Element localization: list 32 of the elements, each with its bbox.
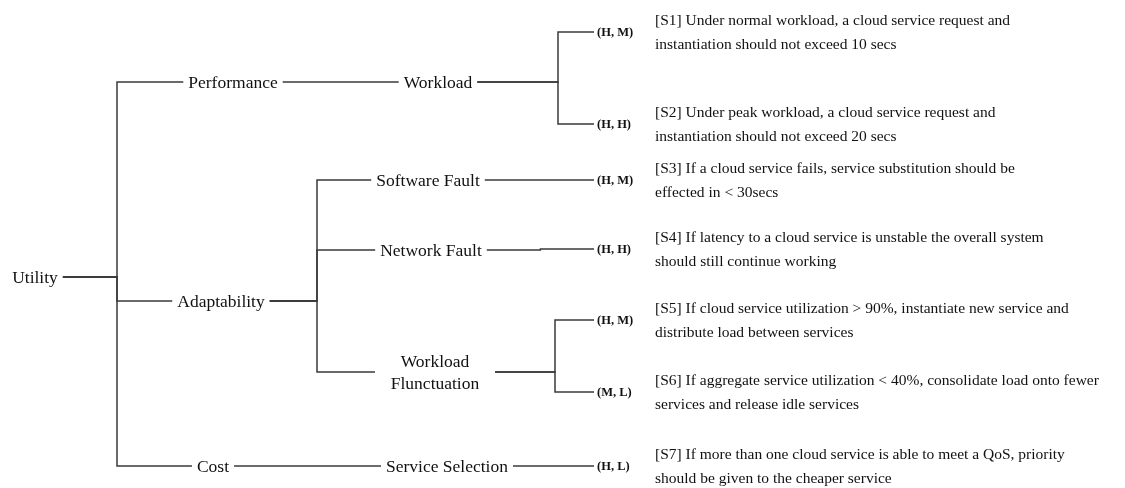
priority-rating: (H, M) [597, 172, 635, 188]
scenario-text: [S6] If aggregate service utilization < 40%, consolidate load onto fewer services and release idle services [655, 370, 1100, 414]
tree-node-label: Performance [187, 71, 279, 93]
tree-node-label: Cost [195, 455, 231, 477]
tree-connector [512, 465, 595, 467]
priority-rating: (H, H) [597, 241, 633, 257]
tree-connector [269, 300, 376, 373]
tree-node-label: Utility [11, 266, 59, 288]
tree-connector [233, 465, 382, 467]
tree-node-label: Software Fault [375, 169, 481, 191]
tree-connector [62, 276, 193, 467]
tree-node-label: Workload Flunctuation [389, 350, 481, 394]
priority-rating: (H, M) [597, 312, 635, 328]
scenario-text: [S7] If more than one cloud service is able to meet a QoS, priority should be given to the cheaper service [655, 444, 1066, 488]
priority-rating: (M, L) [597, 384, 633, 400]
scenario-text: [S2] Under peak workload, a cloud service request and instantiation should not exceed 20 secs [655, 102, 997, 146]
scenario-text: [S4] If latency to a cloud service is unstable the overall system should still continue working [655, 227, 1045, 271]
tree-node-label: Workload [402, 71, 474, 93]
priority-rating: (H, H) [597, 116, 633, 132]
tree-connector [486, 248, 595, 251]
tree-connector [281, 81, 400, 83]
tree-node-label: Adaptability [176, 290, 266, 312]
scenario-text: [S1] Under normal workload, a cloud service request and instantiation should not exceed 10 secs [655, 10, 1012, 54]
priority-rating: (H, M) [597, 24, 635, 40]
scenario-text: [S3] If a cloud service fails, service substitution should be effected in < 30secs [655, 158, 1016, 202]
priority-rating: (H, L) [597, 458, 631, 474]
tree-connector [484, 179, 595, 181]
tree-connector [494, 371, 595, 393]
tree-connector [476, 81, 595, 125]
tree-node-label: Network Fault [379, 239, 483, 261]
scenario-text: [S5] If cloud service utilization > 90%, instantiate new service and distribute load between services [655, 298, 1070, 342]
tree-node-label: Service Selection [385, 455, 509, 477]
